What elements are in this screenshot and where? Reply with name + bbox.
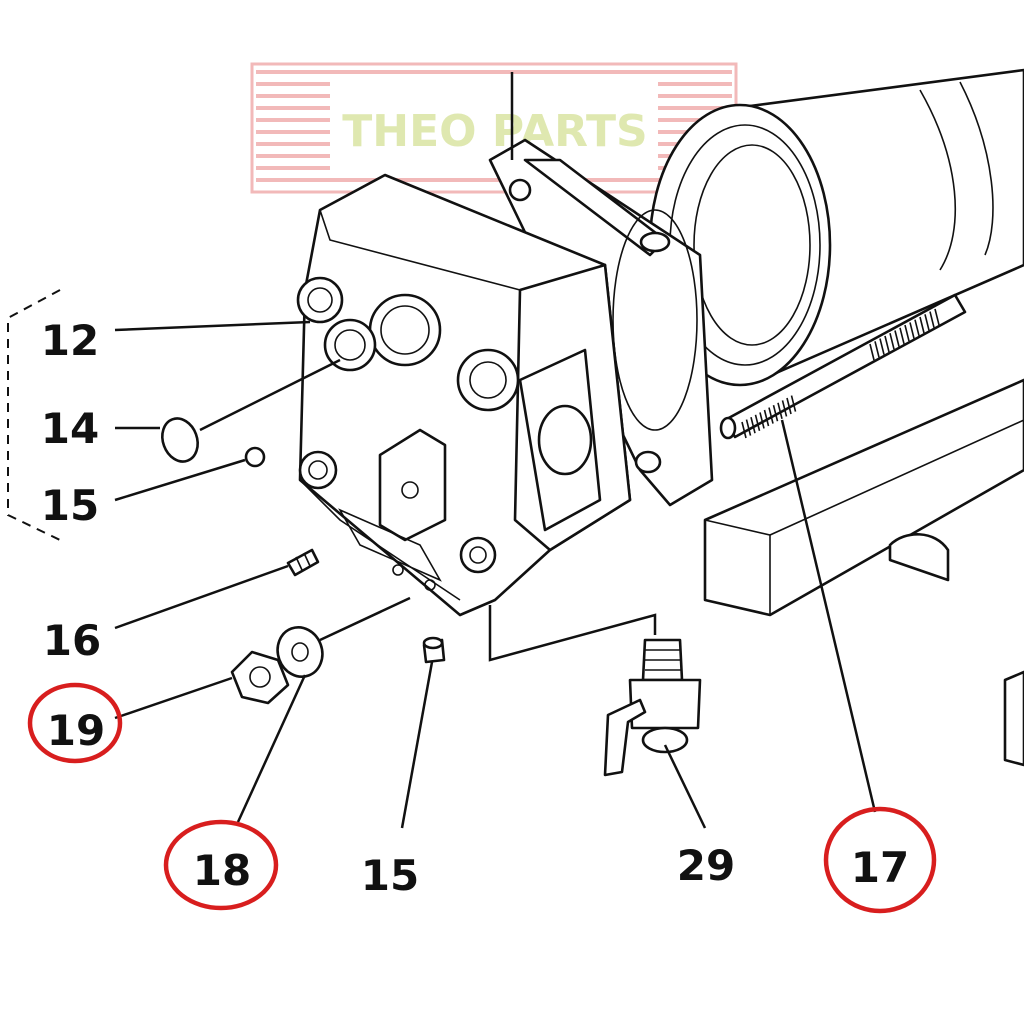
callout-29: 29	[677, 841, 735, 890]
callout-labels: 12 14 15 16 19 18 15 29 17	[41, 316, 909, 900]
o-ring-14	[161, 417, 199, 463]
thread-mark	[894, 330, 900, 347]
thread-mark	[772, 405, 779, 422]
callout-17: 17	[851, 843, 909, 892]
thread-mark	[750, 417, 756, 434]
thread-mark	[889, 333, 895, 350]
motor-housing	[648, 68, 1024, 387]
highlight-circle-18	[163, 819, 279, 911]
thread-mark	[934, 308, 940, 326]
thread-mark	[869, 343, 875, 361]
callout-18: 18	[193, 846, 251, 895]
callout-12: 12	[41, 316, 99, 365]
thread-mark	[904, 324, 910, 342]
nut-19	[230, 650, 290, 705]
washer-18	[276, 626, 324, 678]
thread-mark	[745, 419, 752, 436]
leader-lines	[114, 72, 877, 829]
callout-15-lower: 15	[361, 851, 419, 900]
threaded-rod	[719, 293, 967, 440]
mounting-rail	[703, 378, 1024, 767]
thread-mark	[919, 316, 925, 334]
thread-mark	[777, 402, 783, 419]
thread-mark	[924, 314, 930, 331]
plug-15-upper	[244, 446, 266, 468]
thread-mark	[879, 338, 885, 355]
callout-19: 19	[47, 706, 105, 755]
callout-16: 16	[43, 616, 101, 665]
plug-15-lower	[422, 636, 446, 664]
thread-mark	[790, 395, 797, 412]
thread-mark	[929, 311, 935, 328]
thread-mark	[754, 414, 761, 431]
callout-15-upper: 15	[41, 481, 99, 530]
drain-valve-29	[603, 638, 702, 777]
rod-threads	[741, 308, 940, 439]
thread-mark	[914, 319, 920, 336]
thread-mark	[768, 407, 774, 424]
highlight-circles	[27, 682, 937, 914]
thread-mark	[741, 421, 747, 439]
thread-mark	[884, 335, 890, 353]
pin-16	[286, 548, 320, 577]
thread-mark	[786, 397, 792, 415]
highlight-circle-17	[823, 806, 937, 914]
thread-mark	[763, 409, 770, 427]
pump-head	[296, 173, 632, 617]
highlight-circle-19	[27, 682, 123, 764]
thread-mark	[909, 322, 915, 339]
watermark-text: THEO PARTS	[342, 106, 648, 157]
thread-mark	[874, 341, 880, 358]
thread-mark	[781, 400, 788, 417]
callout-14: 14	[41, 404, 99, 453]
thread-mark	[759, 412, 765, 429]
thread-mark	[899, 327, 905, 344]
